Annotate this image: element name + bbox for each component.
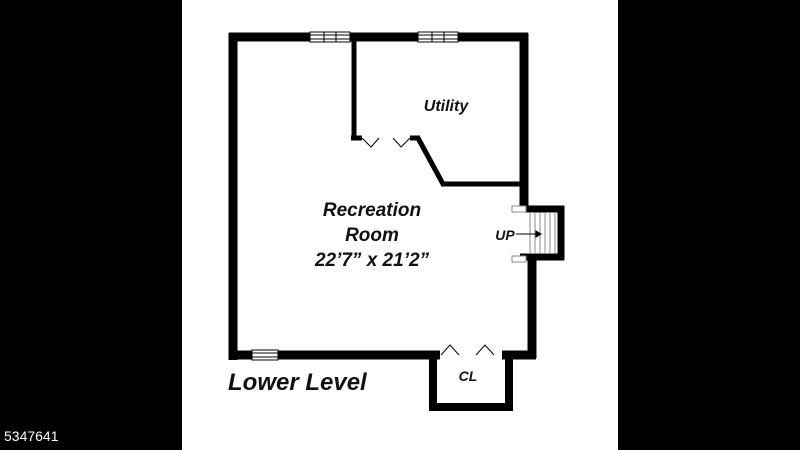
window-top-right [417,31,459,43]
room-label-recreation-line1: Recreation [323,200,421,221]
stair-treads [511,205,556,263]
room-label-closet: CL [459,368,478,384]
window-bottom [251,349,279,361]
room-label-recreation-line2: Room [345,225,399,246]
utility-wall-diagonal [415,136,446,186]
window-top-left [309,31,351,43]
closet-bifold-door [440,344,495,356]
outer-walls [228,32,537,360]
closet-walls [429,351,513,411]
stair-post-bottom [511,255,527,263]
stair-arrow [516,230,542,238]
utility-bifold-door [361,137,411,148]
level-title: Lower Level [228,369,368,396]
utility-walls [351,37,526,187]
stair-alcove [520,205,565,261]
closet-door-opening [440,350,502,360]
listing-id: 5347641 [4,428,59,444]
room-label-utility: Utility [424,98,470,115]
room-dimensions-recreation: 22’7” x 21’2” [314,250,430,271]
stair-post-top [511,205,527,213]
stairs-up-label: UP [495,227,515,243]
